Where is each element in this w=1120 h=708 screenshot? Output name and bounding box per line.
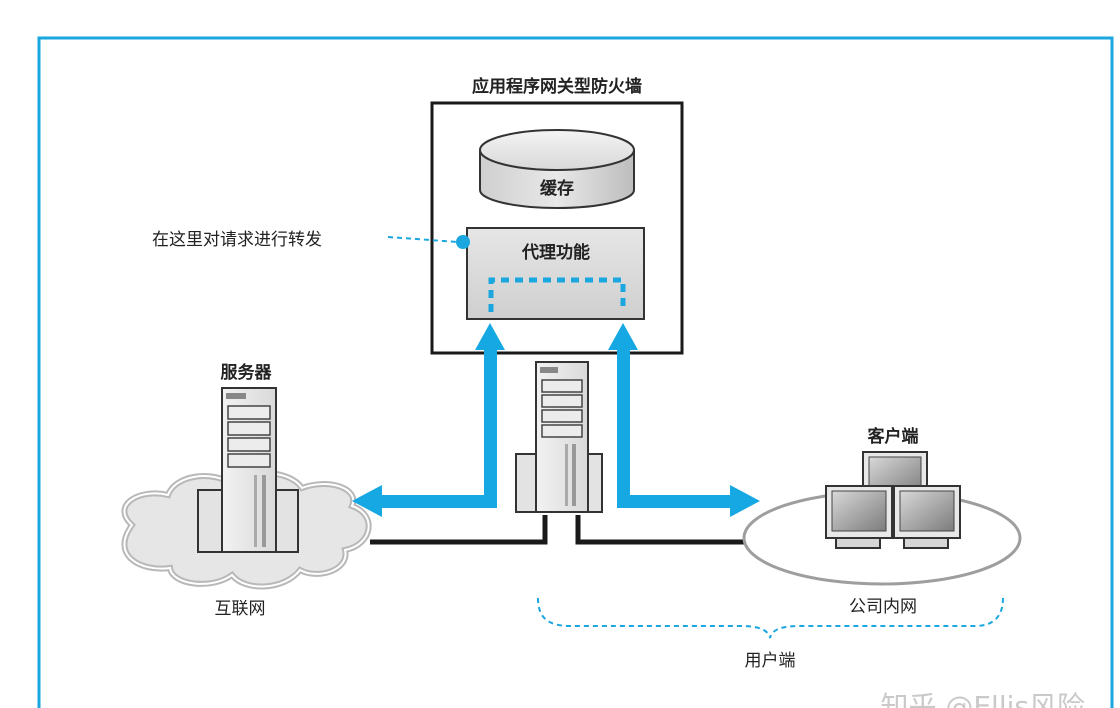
proxy-box — [466, 227, 645, 320]
annotation-text: 在这里对请求进行转发 — [152, 230, 322, 250]
server-tower — [197, 387, 299, 553]
server-label: 服务器 — [221, 362, 273, 383]
outer-frame — [37, 36, 1114, 708]
user-side-label: 用户端 — [745, 651, 796, 671]
user-side-bracket — [537, 597, 1004, 639]
cache-label: 缓存 — [540, 178, 574, 199]
link-gateway-intranet — [575, 515, 745, 545]
proxy-forward-path — [488, 277, 626, 312]
watermark-text: 知乎 @Ellis风险 — [880, 690, 1085, 708]
proxy-label: 代理功能 — [521, 242, 590, 263]
firewall-title: 应用程序网关型防火墙 — [472, 76, 642, 97]
link-internet-gateway — [370, 515, 548, 545]
client-label: 客户端 — [867, 426, 919, 447]
intranet-label: 公司内网 — [849, 597, 917, 617]
internet-label: 互联网 — [215, 599, 266, 619]
flow-arrows — [352, 323, 760, 517]
annotation-dot — [456, 235, 470, 249]
gateway-server-tower — [515, 361, 603, 513]
annotation-leader — [387, 236, 459, 243]
client-computers — [825, 451, 961, 549]
cache-cylinder — [479, 129, 635, 209]
